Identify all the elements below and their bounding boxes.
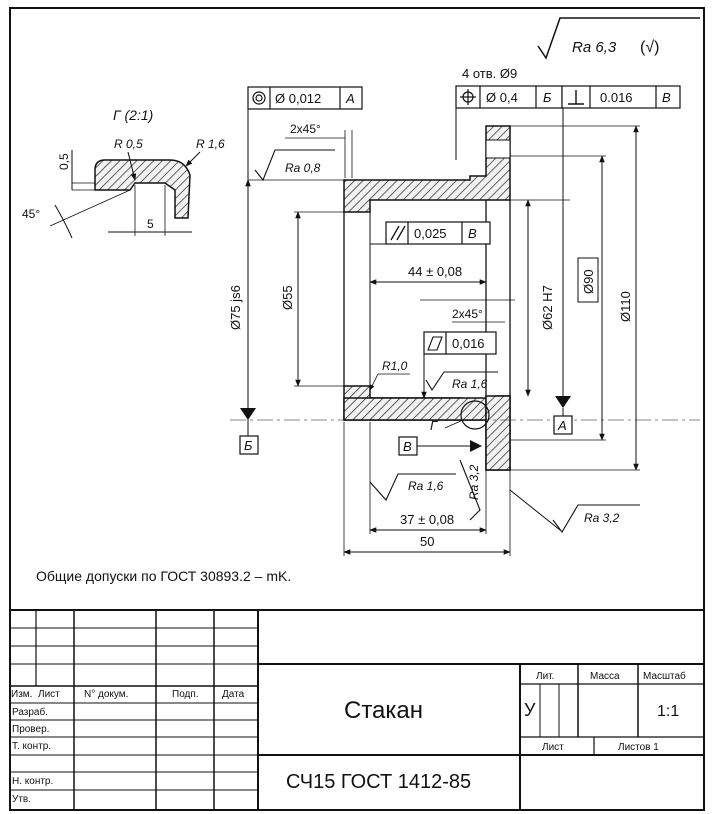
- tb-header-sign: Подп.: [172, 689, 199, 700]
- detail-circle: [460, 400, 490, 430]
- detail-profile: [94, 159, 191, 219]
- detail-r-large: R 1,6: [196, 137, 225, 151]
- detail-height-dim: 0,5: [57, 153, 71, 170]
- tb-role-approved: Утв.: [12, 794, 31, 805]
- dim-44: 44 ± 0,08: [408, 264, 462, 279]
- radius-inner-label: R1,0: [382, 359, 408, 373]
- dim-d62: Ø62 H7: [540, 285, 555, 330]
- tb-role-norm-control: Н. контр.: [12, 776, 53, 787]
- fcf-concentricity-datum: A: [345, 91, 355, 106]
- fcf-perp-value: 0.016: [600, 90, 633, 105]
- tb-role-tech-control: Т. контр.: [12, 741, 51, 752]
- general-tolerance-note: Общие допуски по ГОСТ 30893.2 – mK.: [36, 568, 291, 584]
- title-block: [10, 609, 704, 810]
- part-material: СЧ15 ГОСТ 1412-85: [286, 771, 471, 793]
- roughness-inner: Ra 1,6: [425, 371, 498, 392]
- dim-50: 50: [420, 534, 434, 549]
- detail-view: Г (2:1) R 0,5 R 1,6 0,5 5 45°: [22, 107, 225, 239]
- tb-scale-label: Масштаб: [643, 670, 686, 682]
- fcf-parallelism: 0,025 В: [370, 221, 491, 245]
- roughness-outer-value: Ra 0,8: [285, 161, 321, 175]
- fcf-parallel-value: 0,025: [414, 226, 447, 241]
- fcf-concentricity-value: Ø 0,012: [275, 91, 321, 106]
- general-roughness-paren: (√): [640, 39, 659, 56]
- fcf-cyl-value: 0,016: [452, 336, 485, 351]
- tb-header-doc: N° докум.: [84, 689, 128, 700]
- holes-note: 4 отв. Ø9: [462, 66, 517, 81]
- roughness-bottom-value: Ra 1,6: [408, 479, 444, 493]
- detail-angle-dim: 45°: [22, 207, 40, 221]
- dim-d75: Ø75 js6: [228, 285, 243, 330]
- chamfer-mid-label: 2x45°: [452, 307, 483, 321]
- perpendicular-icon: [568, 90, 584, 105]
- tb-sheets-label: Листов 1: [618, 742, 659, 753]
- parallelism-icon: [390, 225, 406, 241]
- section-top-wall: [343, 125, 511, 213]
- dim-d110: Ø110: [618, 291, 633, 322]
- general-surface-finish: Ra 6,3 (√): [537, 17, 700, 60]
- dim-d55: Ø55: [280, 285, 295, 310]
- fcf-concentricity: Ø 0,012 A: [247, 86, 363, 180]
- roughness-right: Ra 3,2: [509, 489, 640, 533]
- roughness-face-value: Ra 3,2: [467, 464, 481, 500]
- roughness-face: Ra 3,2: [459, 459, 481, 521]
- dim-37: 37 ± 0,08: [400, 512, 454, 527]
- general-roughness-value: Ra 6,3: [572, 39, 617, 56]
- detail-width-dim: 5: [147, 217, 154, 231]
- concentricity-icon: [252, 91, 266, 105]
- fcf-cylindricity: 0,016: [421, 331, 497, 399]
- fcf-position: Ø 0,4 Б: [455, 85, 563, 160]
- chamfer-top-label: 2x45°: [290, 122, 321, 136]
- fcf-perpendicularity: 0.016 В: [561, 85, 681, 190]
- roughness-inner-value: Ra 1,6: [452, 377, 488, 391]
- tb-mass-label: Масса: [590, 671, 620, 682]
- roughness-right-value: Ra 3,2: [584, 511, 620, 525]
- datum-v-label: В: [403, 439, 412, 454]
- roughness-outer: Ra 0,8: [254, 149, 335, 182]
- tb-lit-value: У: [524, 700, 536, 720]
- tb-lit-label: Лит.: [536, 671, 554, 682]
- tb-header-list: Лист: [38, 689, 60, 700]
- fcf-position-value: Ø 0,4: [486, 90, 518, 105]
- roughness-check-icon: [537, 17, 700, 60]
- fcf-parallel-datum: В: [468, 226, 477, 241]
- detail-marker: Г: [430, 418, 438, 433]
- fcf-perp-datum: В: [662, 90, 671, 105]
- datum-b-label: Б: [244, 438, 253, 453]
- detail-r-small: R 0,5: [114, 137, 143, 151]
- fcf-position-datum: Б: [543, 90, 552, 105]
- tb-role-checker: Провер.: [12, 724, 49, 735]
- tb-role-developer: Разраб.: [12, 706, 48, 718]
- tb-header-date: Дата: [222, 689, 245, 700]
- detail-view-label: Г (2:1): [113, 107, 153, 123]
- datum-a-label: A: [557, 418, 567, 433]
- cylindricity-icon: [427, 336, 443, 351]
- tb-header-izm: Изм.: [11, 689, 32, 700]
- roughness-bottom: Ra 1,6: [369, 473, 456, 501]
- tb-scale-value: 1:1: [657, 703, 679, 720]
- part-name: Стакан: [344, 697, 423, 724]
- tb-sheet-label: Лист: [542, 742, 564, 753]
- dim-d90: Ø90: [581, 269, 596, 294]
- sheet-frame: [9, 7, 705, 811]
